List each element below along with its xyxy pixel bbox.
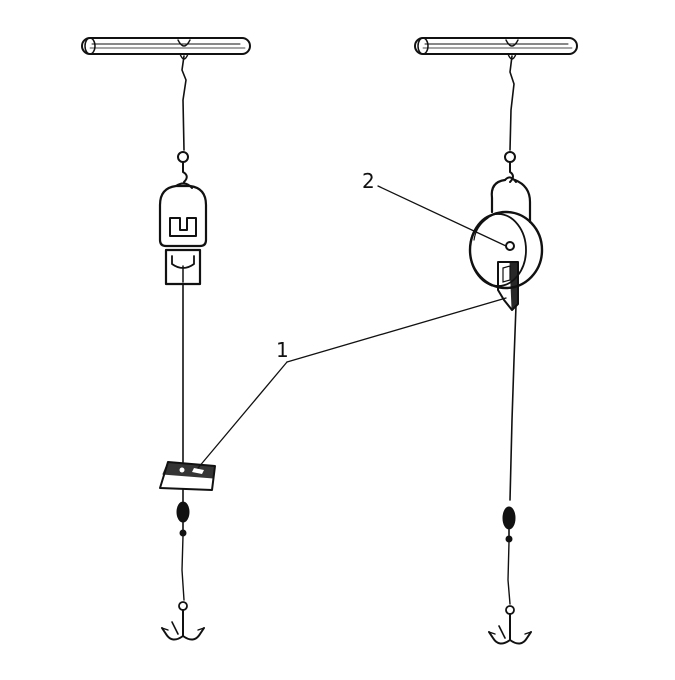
left-swivel-icon: [177, 151, 189, 183]
callout-1-label: 1: [276, 338, 289, 362]
right-upper-line: [509, 55, 515, 151]
right-weight-icon: [502, 506, 516, 543]
left-hook-icon: [161, 601, 205, 641]
callout-2: 2: [362, 169, 507, 247]
callout-1: 1: [197, 297, 507, 469]
callout-2-leader: [377, 185, 507, 247]
callout-1-leader-left: [197, 361, 288, 469]
callout-1-leader-right: [286, 297, 507, 363]
left-lower-line: [181, 535, 185, 601]
left-rig: [81, 37, 251, 641]
left-plate-icon: [159, 461, 216, 491]
right-swivel-icon: [504, 151, 516, 183]
pulley-icon: [468, 176, 544, 311]
right-hook-icon: [488, 605, 532, 645]
left-upper-line: [181, 55, 187, 151]
right-lower-line: [507, 541, 511, 605]
left-weight-icon: [176, 489, 190, 537]
right-main-line: [509, 305, 517, 501]
spool-icon: [158, 182, 208, 286]
left-rod-icon: [81, 37, 251, 60]
right-rod-icon: [414, 37, 578, 60]
right-rig: [414, 37, 578, 645]
callout-2-label: 2: [362, 169, 375, 193]
